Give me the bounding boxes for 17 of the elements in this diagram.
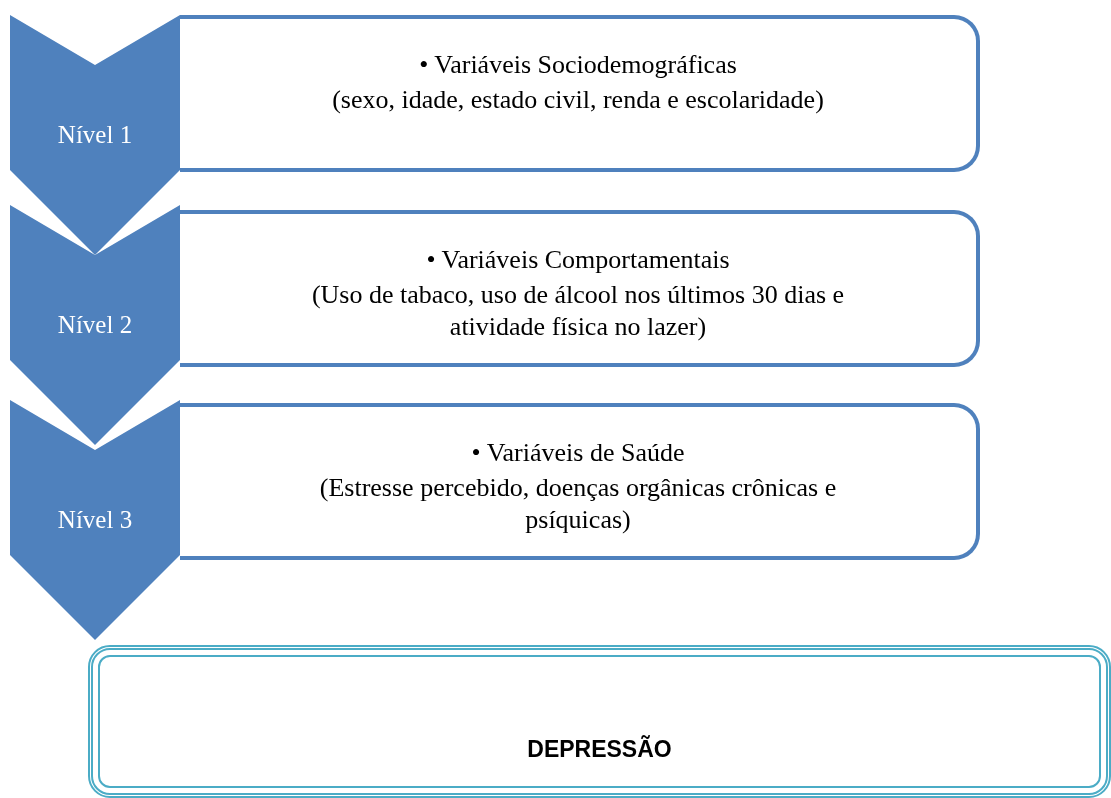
category-description: (Uso de tabaco, uso de álcool nos últimos 30 dias e atividade física no lazer) — [310, 278, 846, 343]
category-heading: • Variáveis de Saúde — [471, 437, 685, 469]
level-label: Nível 2 — [57, 311, 133, 339]
rounded-box — [180, 403, 980, 560]
chevron-shape — [10, 15, 180, 255]
category-heading: • Variáveis Sociodemográficas — [419, 49, 737, 81]
category-description: (Estresse percebido, doenças orgânicas crônicas e psíquicas) — [318, 471, 838, 536]
rounded-box — [180, 210, 980, 367]
level-label: Nível 1 — [57, 121, 133, 149]
rounded-box — [180, 15, 980, 172]
category-heading: • Variáveis Comportamentais — [426, 244, 730, 276]
level-label: Nível 3 — [57, 506, 133, 534]
outcome-box — [88, 645, 1111, 798]
chevron-shape — [10, 400, 180, 640]
category-description: (sexo, idade, estado civil, renda e escolaridade) — [332, 83, 824, 116]
outcome-label: DEPRESSÃO — [527, 736, 672, 763]
chevron-shape — [10, 205, 180, 445]
